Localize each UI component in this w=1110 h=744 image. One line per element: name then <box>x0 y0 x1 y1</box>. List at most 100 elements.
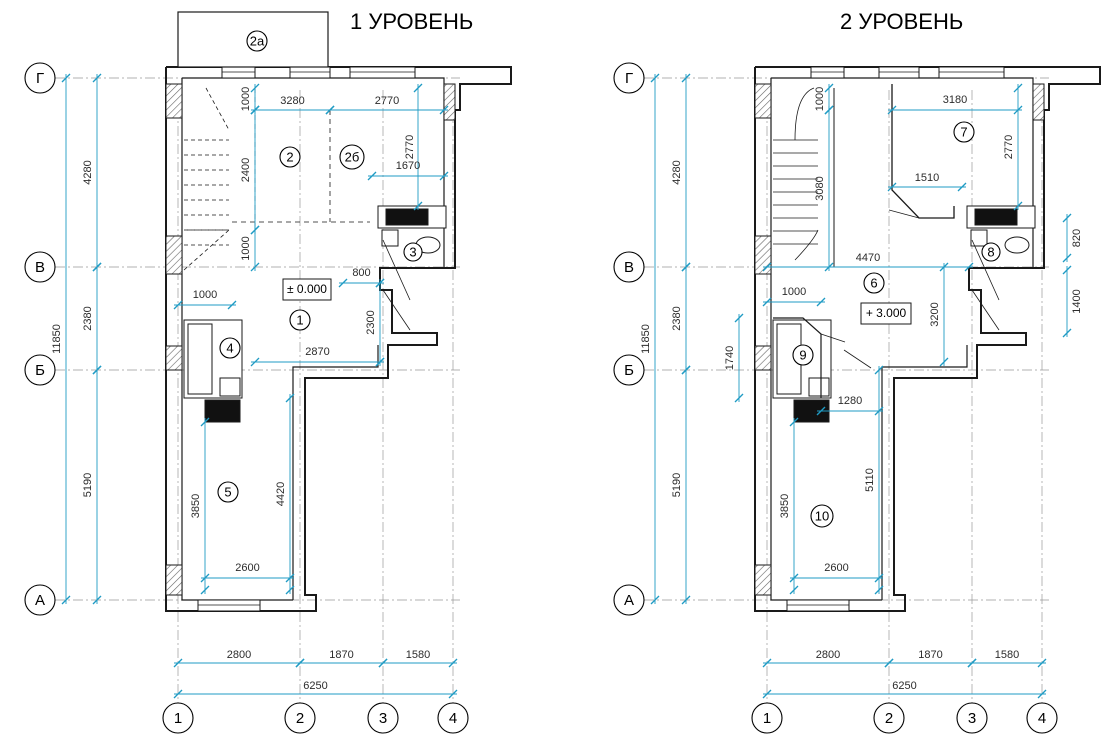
l2-hatch-4 <box>1032 83 1045 121</box>
l1-room-1-circle <box>289 309 311 331</box>
l2-axis-1-circle <box>613 251 645 283</box>
l2-dim-2770-tick-a <box>1013 83 1023 93</box>
l1-dim-h-2-tick-b <box>448 658 458 668</box>
l2-dim-5110-tick-a <box>874 365 884 375</box>
l2-hatch-0 <box>754 83 772 119</box>
l1-axis-0-label: Г <box>36 70 44 87</box>
l1-room-2b-circle <box>339 144 365 170</box>
l2-dim-5110-tick-b <box>874 585 884 595</box>
l1-room-5-label: 5 <box>224 484 231 499</box>
l2-dim-1510-tick-b <box>957 182 967 192</box>
l2-room7-wall-b <box>888 209 920 219</box>
l2-dim-4470-tick-b <box>964 262 974 272</box>
l1-axis-num-3-circle <box>437 702 469 734</box>
l2-inner-wall-top <box>771 77 1034 268</box>
l2-dim-h-3-tick-b <box>1037 689 1047 699</box>
l2-dim-1510-tick-a <box>887 182 897 192</box>
l2-dim-v-2-tick-a <box>681 365 691 375</box>
l2-dim-2600-tick-a <box>789 573 799 583</box>
l2-window-bottom <box>786 599 850 612</box>
l1-hatch-0 <box>165 83 183 119</box>
l1-dim-2300-label: 2300 <box>365 310 377 334</box>
l2-dim-5110-label: 5110 <box>864 468 876 492</box>
l2-room-10-label: 10 <box>815 508 829 523</box>
l2-bath-sink <box>808 377 830 397</box>
l2-dim-h-0-label: 2800 <box>816 649 840 661</box>
level-2-title: 2 УРОВЕНЬ <box>840 9 964 34</box>
l2-dim-3850-label: 3850 <box>779 494 791 518</box>
l1-window-bottom <box>197 599 261 612</box>
l1-axis-num-2-circle <box>367 702 399 734</box>
l2-wc-basin <box>970 229 988 247</box>
l2-dim-v-2-tick-b <box>681 595 691 605</box>
l1-outer-wall <box>165 66 512 612</box>
l2-room-7-label: 7 <box>960 124 967 139</box>
l1-dim-v-1-label: 2380 <box>82 306 94 330</box>
l2-axis-num-3-label: 4 <box>1038 710 1046 727</box>
l2-axis-1-label: В <box>624 259 634 276</box>
l2-dim-h-2-label: 1580 <box>995 649 1019 661</box>
l2-door-swing-0 <box>971 239 1000 301</box>
l2-dim-1400-label: 1400 <box>1071 289 1083 313</box>
l1-bath-cabinet <box>204 399 241 423</box>
l1-dim-h-3-label: 6250 <box>303 680 327 692</box>
l1-dim-2870-tick-b <box>375 357 385 367</box>
l2-dim-v-3-tick-a <box>650 73 660 83</box>
l1-dim-v-0-label: 4280 <box>82 160 94 184</box>
l2-axis-num-3-circle <box>1026 702 1058 734</box>
l1-dim-2770-label: 2770 <box>375 95 399 107</box>
l1-dim-h-1-tick-a <box>295 658 305 668</box>
l1-dim-h-2-tick-a <box>378 658 388 668</box>
l1-dim-3850-label: 3850 <box>190 494 202 518</box>
l1-dim-1000b-tick-b <box>250 262 260 272</box>
l1-wc-basin <box>381 229 399 247</box>
l2-dim-2600-tick-b <box>874 573 884 583</box>
l2-hatch-2 <box>754 345 772 371</box>
l1-dim-2770-tick-a <box>325 105 335 115</box>
l1-dim-1000b-label: 1000 <box>240 236 252 260</box>
l2-room-7-circle <box>953 121 975 143</box>
l1-dim-800-label: 800 <box>352 267 370 279</box>
l1-inner-wall-top <box>182 77 445 268</box>
l1-dim-1000a-label: 1000 <box>240 87 252 111</box>
l1-axis-num-0-label: 1 <box>174 710 182 727</box>
l2-door-swing-1 <box>971 289 1000 331</box>
l2-dim-v-2-label: 5190 <box>671 473 683 497</box>
l1-axis-3-circle <box>24 584 56 616</box>
l1-room-4-circle <box>219 337 241 359</box>
l1-hatch-3 <box>165 564 183 596</box>
l2-dim-v-3-tick-b <box>650 595 660 605</box>
l2-dim-3080-tick-a <box>824 105 834 115</box>
l1-dim-v-3-tick-b <box>61 595 71 605</box>
l1-room-2-label: 2 <box>286 149 293 164</box>
l1-axis-2-circle <box>24 354 56 386</box>
level-1-title: 1 УРОВЕНЬ <box>350 9 474 34</box>
l1-dim-1670-tick-b <box>439 171 449 181</box>
l1-axis-num-1-circle <box>284 702 316 734</box>
l1-bath-sink <box>219 377 241 397</box>
l2-dim-1000v-label: 1000 <box>814 87 826 111</box>
l2-axis-3-circle <box>613 584 645 616</box>
l2-dim-4470-tick-a <box>762 262 772 272</box>
l1-dim-2870-tick-a <box>250 357 260 367</box>
l1-dim-800-tick-a <box>338 278 348 288</box>
l1-dim-2400-label: 2400 <box>240 158 252 182</box>
l1-window-top-0 <box>221 66 256 79</box>
l2-axis-2-circle <box>613 354 645 386</box>
l1-sink-basin <box>385 208 429 226</box>
l1-dim-2770v-label: 2770 <box>404 135 416 159</box>
l1-dim-1000b-tick-a <box>250 225 260 235</box>
l2-toilet <box>1004 236 1030 254</box>
l2-dim-h-3-label: 6250 <box>892 680 916 692</box>
l2-dim-1000h-tick-b <box>816 297 826 307</box>
l2-dim-1400-tick-b <box>1062 328 1072 338</box>
l2-dim-v-1-label: 2380 <box>671 306 683 330</box>
l1-dim-2600-label: 2600 <box>235 562 259 574</box>
l2-room-8-label: 8 <box>987 244 994 259</box>
l2-room-6-label: 6 <box>870 275 877 290</box>
l2-dim-820-tick-a <box>1062 213 1072 223</box>
l1-dim-v-2-tick-b <box>92 595 102 605</box>
l1-stair-lower <box>183 229 231 271</box>
l2-axis-num-0-circle <box>751 702 783 734</box>
l2-level-mark-box <box>860 302 912 325</box>
